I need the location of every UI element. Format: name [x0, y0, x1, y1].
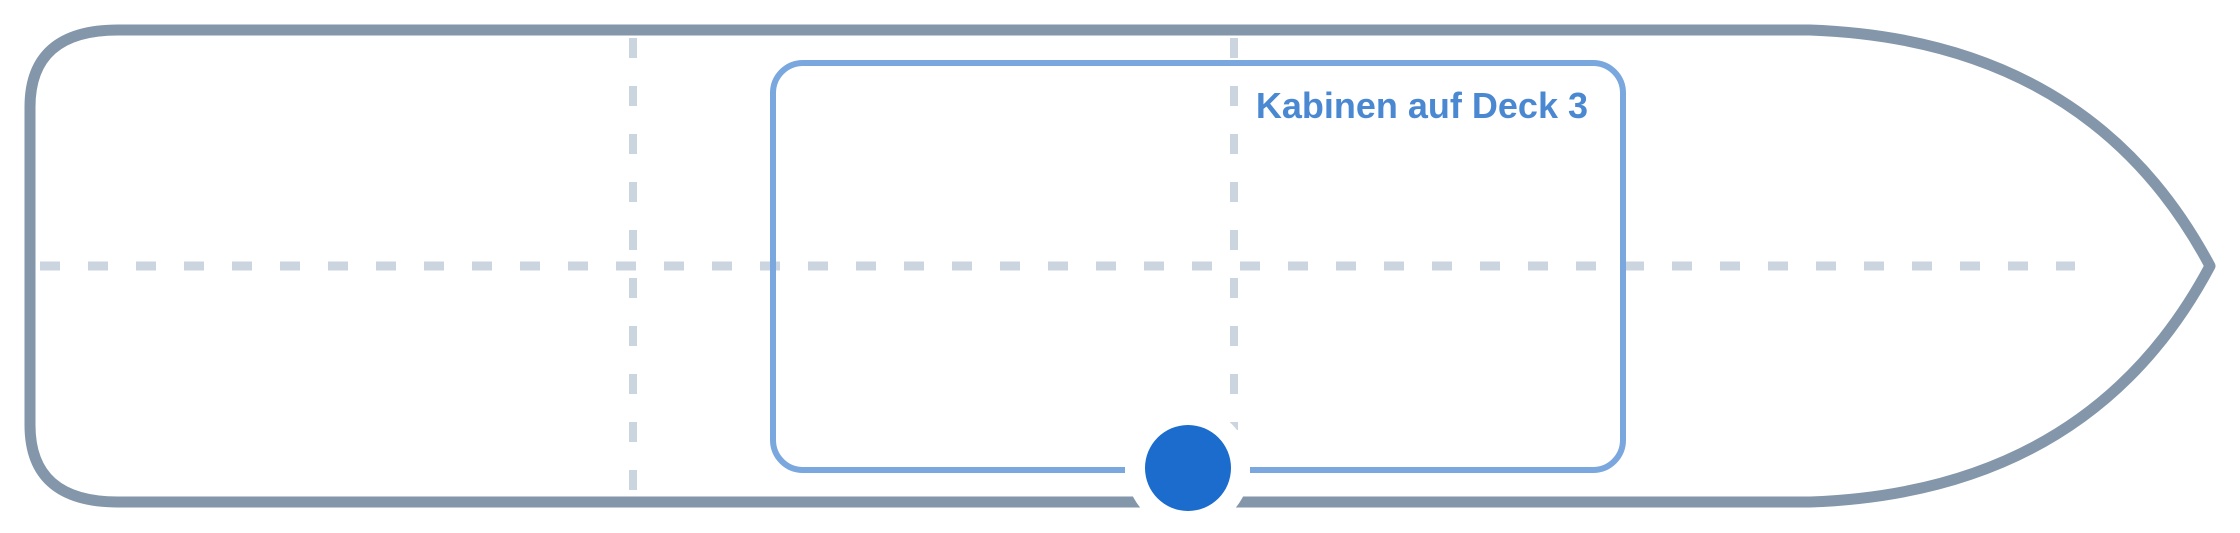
ship-hull-outline [24, 24, 2216, 508]
location-dot-icon[interactable] [1145, 425, 1231, 511]
cabin-zone-label: Kabinen auf Deck 3 [1256, 85, 1588, 126]
grid-lines [40, 38, 2075, 494]
